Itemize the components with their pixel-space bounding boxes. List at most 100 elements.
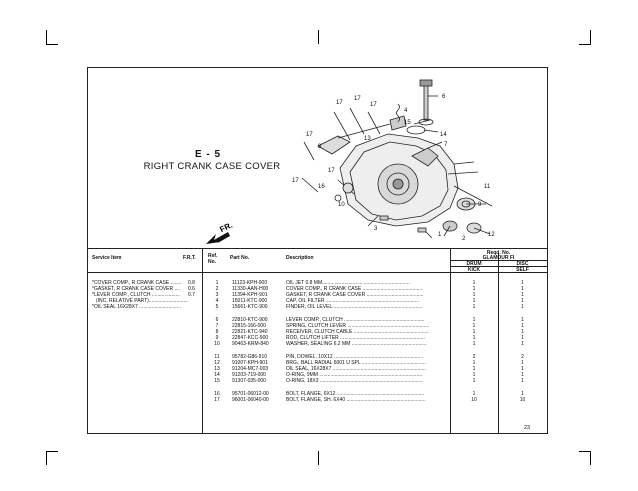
part-ref-no: 9: [215, 335, 219, 341]
part-ref-no: 13: [214, 366, 220, 372]
callout-label: 16: [318, 184, 325, 190]
part-description: PIN, DOWEL, 10X12 ......................…: [286, 354, 423, 360]
qty-disc-self: 10: [519, 397, 526, 403]
callout-label: 1: [438, 232, 442, 238]
qty-disc-self: 1: [521, 391, 524, 397]
qty-disc-self: 1: [521, 317, 524, 323]
divider: [450, 249, 451, 434]
page-number: 23: [524, 425, 531, 431]
part-ref-no: 15: [214, 378, 220, 384]
part-number: 90463-KRM-840: [232, 341, 269, 347]
service-item-name: *GASKET, R CRANK CASE COVER ....: [92, 286, 181, 292]
qty-drum-kick: 1: [472, 329, 476, 335]
self-header: SELF: [516, 267, 529, 273]
part-number: 91203-719-000: [232, 372, 266, 378]
callout-label: 17: [370, 102, 377, 108]
part-number: 15661-KTC-900: [232, 304, 268, 310]
callout-label: 13: [364, 136, 371, 142]
qty-drum-kick: 1: [472, 372, 476, 378]
part-ref-no: 17: [214, 397, 220, 403]
kick-header: KICK: [467, 267, 481, 273]
disc-header: DISC: [516, 261, 529, 267]
parts-table: Service Item F.R.T. Ref. No. Part No. De…: [88, 248, 547, 434]
crankcase-cover-drawing: 17 17 17 6 4 15 17 13 14 7 17 8 17 16 10…: [292, 79, 495, 242]
part-number: 22810-KTC-900: [232, 317, 268, 323]
part-number: 96001-06040-00: [232, 397, 269, 403]
service-item-name: (INC. RELATIVE PART)....................…: [96, 298, 188, 304]
front-direction-arrow: FR.: [206, 221, 234, 244]
part-ref-no: 1: [215, 280, 219, 286]
part-description: FINDER, OIL LEVEL.......................…: [286, 304, 423, 310]
qty-disc-self: 2: [521, 354, 524, 360]
qty-disc-self: 1: [521, 366, 524, 372]
part-ref-no: 12: [214, 360, 220, 366]
section-title: RIGHT CRANK CASE COVER: [143, 161, 281, 172]
part-description: ROD, CLUTCH LIFTER .....................…: [286, 335, 425, 341]
part-number: 95701-06012-00: [232, 391, 269, 397]
part-description: BOLT, FLANGE, 6X12 .....................…: [286, 391, 425, 397]
part-description: OIL JET 0.8 MM..........................…: [286, 280, 410, 286]
qty-drum-kick: 1: [472, 323, 476, 329]
qty-disc-self: 1: [521, 280, 524, 286]
part-ref-no: 8: [215, 329, 219, 335]
part-description: RECEIVER, CLUTCH CABLE .................…: [286, 329, 429, 335]
callout-label: 6: [442, 94, 446, 100]
part-ref-no: 14: [214, 372, 220, 378]
qty-drum-kick: 1: [472, 335, 476, 341]
qty-drum-kick: 1: [472, 317, 476, 323]
part-number: 91007-KPH-901: [232, 360, 268, 366]
qty-disc-self: 1: [521, 372, 524, 378]
callout-label: 17: [354, 96, 361, 102]
description-header: Description: [286, 255, 314, 261]
callout-label: 17: [306, 132, 313, 138]
qty-drum-kick: 1: [472, 360, 476, 366]
part-ref-no: 16: [214, 391, 220, 397]
service-item-frt: 0.6: [188, 286, 195, 292]
qty-drum-kick: 1: [472, 391, 476, 397]
qty-drum-kick: 1: [472, 304, 476, 310]
callout-label: 12: [488, 232, 495, 238]
service-item-name: *LEVER COMP., CLUTCH ...................…: [92, 292, 180, 298]
part-number: 91307-035-000: [232, 378, 266, 384]
part-ref-no: 2: [215, 286, 219, 292]
part-description: BRG., BALL RADIAL 6001 U SPL ...........…: [286, 360, 426, 366]
part-description: GASKET, R CRANK CASE COVER .............…: [286, 292, 424, 298]
crop-mark: [318, 30, 319, 44]
part-ref-no: 10: [214, 341, 220, 347]
qty-drum-kick: 1: [472, 366, 476, 372]
part-ref-no: 3: [215, 292, 219, 298]
qty-drum-kick: 1: [472, 286, 476, 292]
part-description: COVER COMP., R CRANK CASE ..............…: [286, 286, 423, 292]
service-item-frt: 0.7: [188, 292, 195, 298]
part-number: 22847-KCC-900: [232, 335, 269, 341]
divider: [450, 260, 547, 261]
part-description: CAP, OIL FILTER ........................…: [286, 298, 419, 304]
part-number: 15011-KTC-900: [232, 298, 268, 304]
callout-label: 17: [328, 168, 335, 174]
service-item-name: *COVER COMP., R CRANK CASE ........: [92, 280, 182, 286]
callout-label: 2: [462, 236, 466, 242]
crop-mark: [46, 451, 58, 452]
qty-drum-kick: 1: [472, 378, 476, 384]
divider: [88, 272, 547, 273]
service-item-header: Service Item: [92, 255, 122, 261]
callout-label: 8: [318, 144, 322, 150]
qty-disc-self: 1: [521, 292, 524, 298]
divider: [450, 266, 547, 267]
part-number: 91204-MC7-003: [232, 366, 269, 372]
qty-disc-self: 1: [521, 329, 524, 335]
part-number: 11123-KPH-900: [232, 280, 268, 286]
qty-disc-self: 1: [521, 286, 524, 292]
section-code: E - 5: [194, 149, 222, 160]
qty-drum-kick: 1: [472, 292, 476, 298]
part-number: 11330-AAN-H00: [232, 286, 269, 292]
qty-drum-kick: 1: [472, 341, 476, 347]
part-number: 22821-KTC-940: [232, 329, 268, 335]
callout-label: 17: [292, 178, 299, 184]
part-ref-no: 11: [214, 354, 220, 360]
part-description: BOLT, FLANGE, SH. 6X40 .................…: [286, 397, 426, 403]
part-description: O-RING, 9MM ............................…: [286, 372, 423, 378]
crop-mark: [579, 44, 591, 45]
callout-label: 17: [336, 100, 343, 106]
callout-label: 3: [374, 226, 378, 232]
